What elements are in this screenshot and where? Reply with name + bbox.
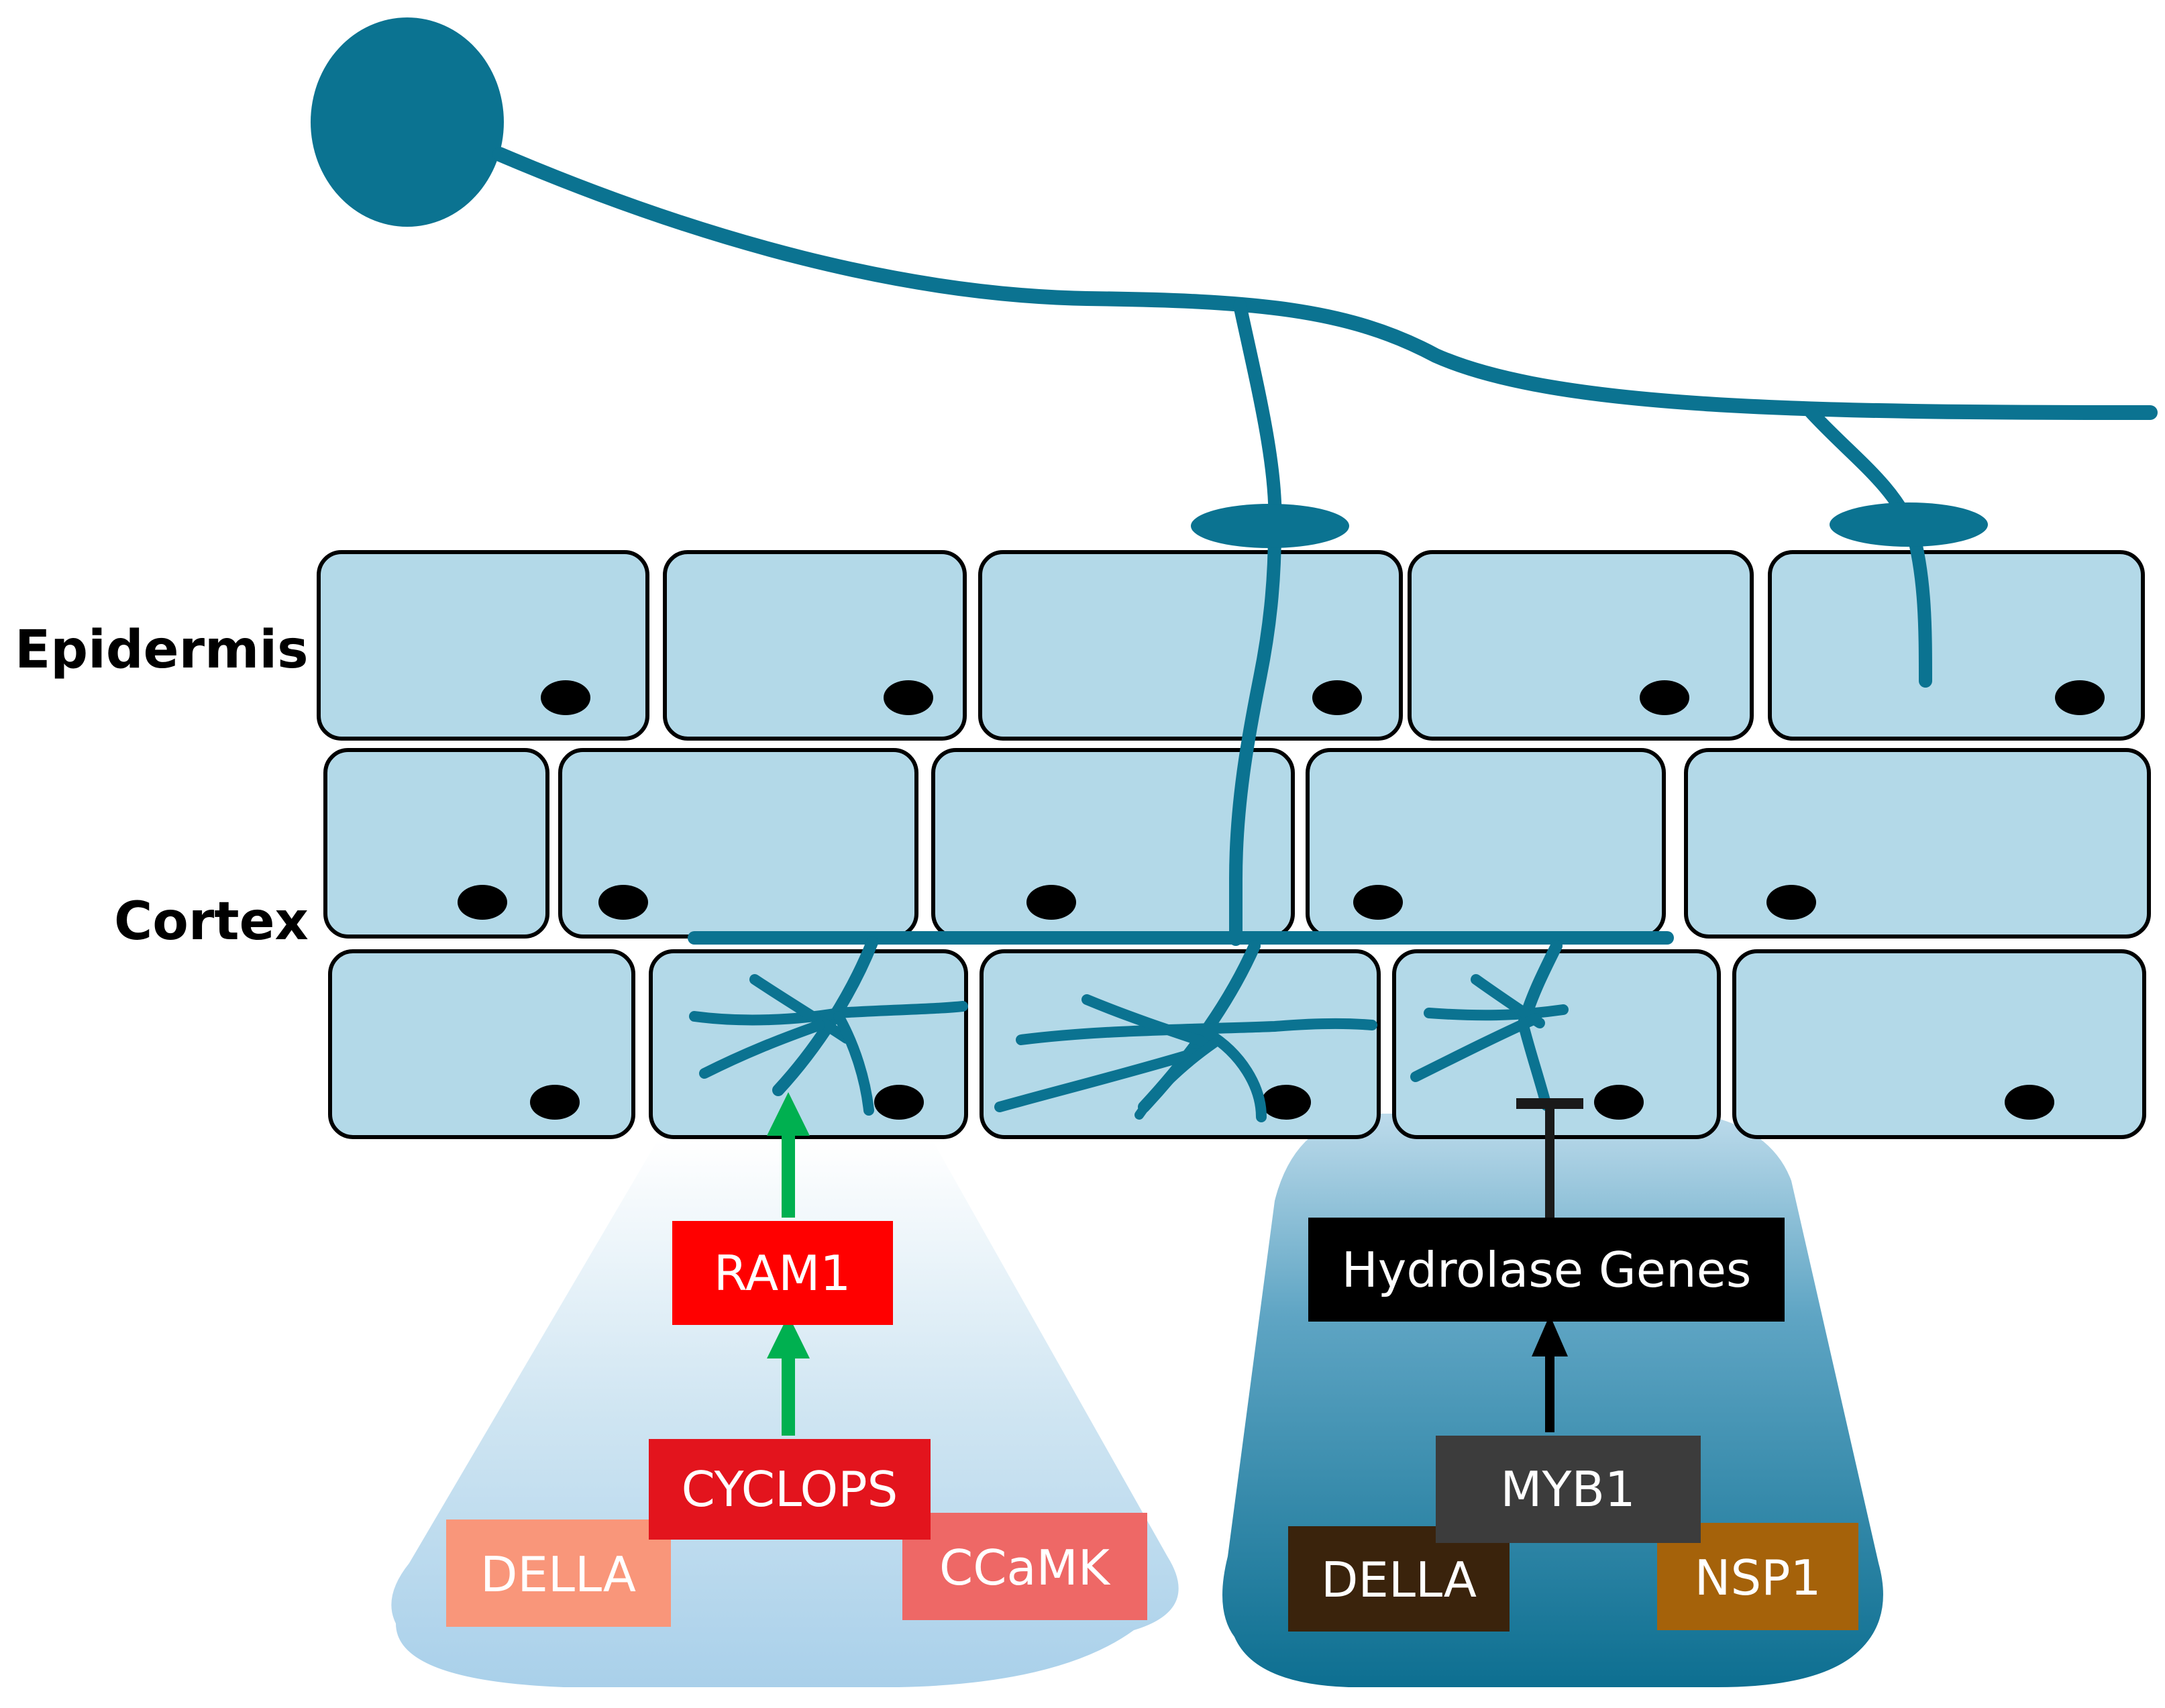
arbuscule-icon (689, 937, 968, 1116)
nucleus-icon (1353, 885, 1403, 920)
nsp1-label: NSP1 (1695, 1550, 1821, 1606)
epidermis-cell (317, 550, 649, 741)
cortex-cell (980, 949, 1381, 1139)
nucleus-icon (874, 1085, 924, 1120)
cyclops-box (649, 1439, 931, 1540)
epidermis-cells (317, 550, 2145, 741)
appressorium-icon (1830, 502, 1988, 547)
nucleus-icon (598, 885, 648, 920)
cortex-cell (1732, 949, 2146, 1139)
arbuscule-icon (994, 940, 1377, 1122)
cortex-label: Cortex (114, 892, 309, 952)
left-pathway-arrows (767, 1092, 810, 1436)
spore-icon (311, 17, 504, 227)
cortex-cell (328, 949, 635, 1139)
epidermis-cell (978, 550, 1403, 741)
nucleus-icon (1766, 885, 1816, 920)
della-right-box (1288, 1526, 1510, 1632)
epidermis-label: Epidermis (15, 620, 309, 680)
activation-arrowhead (767, 1092, 810, 1136)
nucleus-icon (541, 680, 590, 715)
della-right-label: DELLA (1321, 1552, 1477, 1608)
fungal-hyphae (311, 17, 2158, 1122)
activation-arrowhead (767, 1315, 810, 1358)
right-pathway-arrows (1516, 1098, 1583, 1432)
ram1-box (672, 1221, 893, 1325)
nucleus-icon (2005, 1085, 2054, 1120)
della-left-label: DELLA (480, 1546, 636, 1603)
myb1-box (1436, 1436, 1701, 1543)
activation-arrowhead (1532, 1315, 1568, 1356)
right-pathway: Hydrolase Genes DELLA NSP1 MYB1 (1288, 1218, 1858, 1632)
penetrating-hypha (1229, 299, 1282, 946)
nucleus-icon (884, 680, 933, 715)
nucleus-icon (1640, 680, 1689, 715)
cortex-cell (1392, 949, 1721, 1139)
nucleus-icon (2055, 680, 2105, 715)
ccamk-label: CCaMK (939, 1540, 1111, 1596)
left-pathway: RAM1 DELLA CCaMK CYCLOPS (446, 1221, 1147, 1627)
nucleus-icon (1594, 1085, 1644, 1120)
cortex-cell (1684, 748, 2151, 939)
ccamk-box (902, 1513, 1147, 1620)
cortex-cell (323, 748, 549, 939)
epidermis-cell (1768, 550, 2145, 741)
nucleus-icon (530, 1085, 580, 1120)
nucleus-icon (1261, 1085, 1311, 1120)
arbuscule-icon (1410, 940, 1569, 1111)
epidermis-cell (1408, 550, 1754, 741)
myb1-label: MYB1 (1500, 1461, 1635, 1517)
appressorium-icon (1191, 504, 1349, 548)
nucleus-icon (1026, 885, 1076, 920)
nuclei (458, 680, 2105, 1120)
nucleus-icon (1312, 680, 1362, 715)
della-left-box (446, 1519, 671, 1627)
ram1-label: RAM1 (714, 1245, 851, 1301)
extraradical-hypha (492, 147, 2158, 420)
hydrolase-genes-label: Hydrolase Genes (1342, 1242, 1752, 1298)
nucleus-icon (458, 885, 507, 920)
cyclops-label: CYCLOPS (682, 1461, 898, 1517)
hydrolase-genes-box (1308, 1218, 1785, 1322)
